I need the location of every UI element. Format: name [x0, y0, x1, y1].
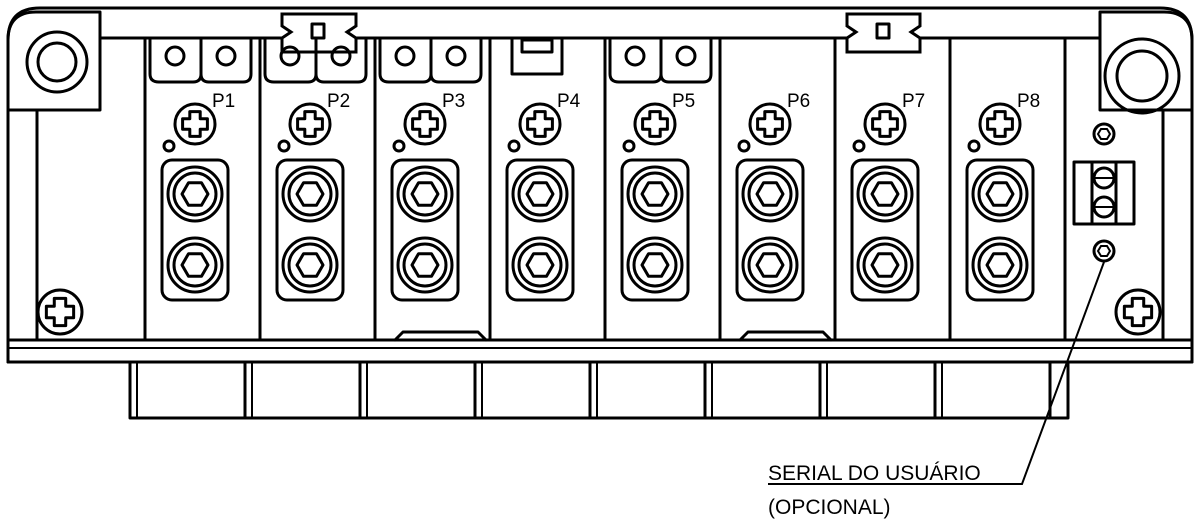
- port-module: P8: [948, 36, 1067, 342]
- fitting-upper: [396, 165, 454, 223]
- fitting-lower: [971, 236, 1029, 294]
- fitting-upper: [166, 165, 224, 223]
- port-label: P7: [902, 91, 925, 112]
- fitting-lower: [166, 236, 224, 294]
- adjust-screw-icon: [863, 102, 907, 146]
- corner-post-left: [6, 10, 102, 112]
- port-label: P5: [672, 91, 695, 112]
- module-foot: [818, 360, 937, 420]
- indicator-dot: [162, 139, 176, 153]
- right-mount-screw-icon: [1114, 288, 1162, 336]
- indicator-dot: [622, 139, 636, 153]
- module-foot: [358, 360, 477, 420]
- adjust-screw-icon: [403, 102, 447, 146]
- indicator-dot: [852, 139, 866, 153]
- side-screws: [36, 288, 1162, 336]
- indicator-dot: [967, 139, 981, 153]
- fitting-upper: [971, 165, 1029, 223]
- serial-terminal-block: [1072, 122, 1136, 263]
- port-module: P1: [143, 36, 253, 342]
- indicator-dot: [737, 139, 751, 153]
- fitting-lower: [396, 236, 454, 294]
- callout-line-1: SERIAL DO USUÁRIO: [768, 462, 981, 485]
- port-label: P3: [442, 91, 465, 112]
- fitting-lower: [281, 236, 339, 294]
- indicator-dot: [507, 139, 521, 153]
- fitting-lower: [511, 236, 569, 294]
- top-clip-left: [280, 12, 358, 54]
- port-module: P2: [258, 36, 368, 342]
- port-module: P6: [718, 36, 810, 342]
- module-foot: [473, 360, 592, 420]
- port-label: P8: [1017, 91, 1040, 112]
- port-module: P3: [373, 36, 483, 342]
- fitting-lower: [856, 236, 914, 294]
- adjust-screw-icon: [518, 102, 562, 146]
- adjust-screw-icon: [748, 102, 792, 146]
- adjust-screw-icon: [288, 102, 332, 146]
- corner-post-right: [1098, 10, 1194, 115]
- port-label: P2: [327, 91, 350, 112]
- port-modules: P1 P2 P3 P4 P5 P6 P7 P8: [128, 36, 1070, 420]
- rail-lug: [393, 330, 1070, 420]
- module-foot: [128, 360, 247, 420]
- port-module: P4: [488, 36, 581, 342]
- fitting-lower: [626, 236, 684, 294]
- top-clip-right: [845, 12, 922, 54]
- left-mount-screw-icon: [36, 288, 84, 336]
- fitting-upper: [281, 165, 339, 223]
- adjust-screw-icon: [173, 102, 217, 146]
- callout-line-2: (OPCIONAL): [768, 496, 891, 519]
- fitting-upper: [511, 165, 569, 223]
- fitting-upper: [856, 165, 914, 223]
- adjust-screw-icon: [633, 102, 677, 146]
- fitting-lower: [741, 236, 799, 294]
- module-foot: [703, 360, 822, 420]
- module-foot: [243, 360, 362, 420]
- fitting-upper: [626, 165, 684, 223]
- module-foot: [933, 360, 1052, 420]
- fitting-upper: [741, 165, 799, 223]
- serial-callout-leader: [768, 261, 1105, 485]
- bottom-rails: [6, 338, 1194, 364]
- port-label: P6: [787, 91, 810, 112]
- port-module: P7: [833, 36, 925, 342]
- port-module: P5: [603, 36, 713, 342]
- port-label: P4: [557, 91, 581, 112]
- indicator-dot: [277, 139, 291, 153]
- adjust-screw-icon: [978, 102, 1022, 146]
- module-foot: [588, 360, 707, 420]
- indicator-dot: [392, 139, 406, 153]
- port-label: P1: [212, 91, 235, 112]
